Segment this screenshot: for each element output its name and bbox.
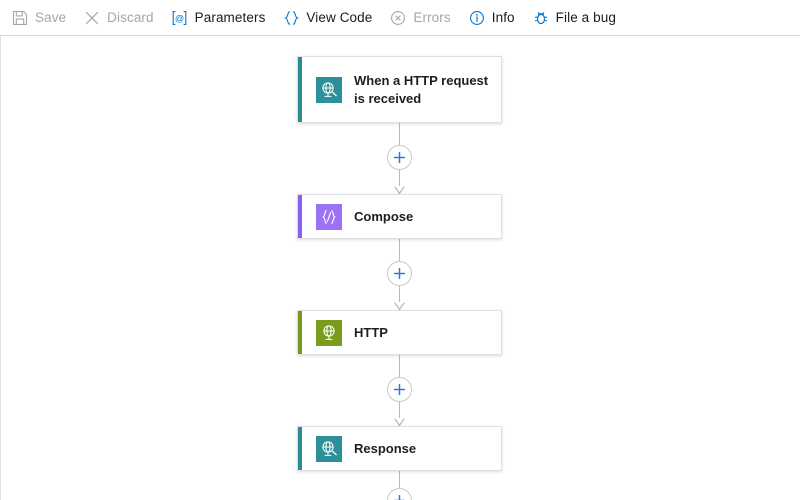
arrow-head-icon <box>394 186 405 194</box>
response-icon <box>316 435 342 462</box>
add-action-button-1[interactable] <box>387 145 412 170</box>
errors-button[interactable]: Errors <box>389 3 451 33</box>
arrow-head-icon <box>394 302 405 310</box>
connector-line <box>398 170 401 186</box>
node-title: HTTP <box>354 324 388 340</box>
node-title: When a HTTP request is received <box>354 72 489 106</box>
add-action-button-2[interactable] <box>387 261 412 286</box>
connector-4 <box>297 471 502 500</box>
connector-line <box>398 239 401 261</box>
bug-icon <box>532 9 550 27</box>
connector-1 <box>297 123 502 194</box>
http-icon <box>316 319 342 346</box>
plus-icon <box>393 151 406 164</box>
connector-2 <box>297 239 502 310</box>
errors-label: Errors <box>413 10 451 25</box>
parameters-icon: @ <box>171 9 189 27</box>
add-action-button-4[interactable] <box>387 488 412 500</box>
info-label: Info <box>491 10 515 25</box>
node-accent-bar <box>298 57 302 122</box>
node-accent-bar <box>298 427 302 470</box>
discard-icon <box>83 9 101 27</box>
file-a-bug-button[interactable]: File a bug <box>532 3 616 33</box>
workflow-node-response[interactable]: Response <box>297 426 502 471</box>
workflow-node-http[interactable]: HTTP <box>297 310 502 355</box>
info-icon <box>468 9 486 27</box>
add-action-button-3[interactable] <box>387 377 412 402</box>
node-title: Response <box>354 440 417 456</box>
view-code-icon <box>282 9 300 27</box>
discard-label: Discard <box>107 10 154 25</box>
parameters-button[interactable]: @ Parameters <box>171 3 266 33</box>
plus-icon <box>393 383 406 396</box>
connector-line <box>398 123 401 145</box>
view-code-button[interactable]: View Code <box>282 3 372 33</box>
plus-icon <box>394 494 405 500</box>
parameters-label: Parameters <box>194 10 266 25</box>
node-accent-bar <box>298 311 302 354</box>
file-a-bug-label: File a bug <box>555 10 616 25</box>
errors-icon <box>389 9 407 27</box>
save-label: Save <box>35 10 67 25</box>
arrow-head-icon <box>394 418 405 426</box>
save-button[interactable]: Save <box>11 3 66 33</box>
info-button[interactable]: Info <box>468 3 515 33</box>
connector-line <box>398 402 401 418</box>
connector-3 <box>297 355 502 426</box>
designer-canvas[interactable]: When a HTTP request is received <box>0 36 800 500</box>
node-title: Compose <box>354 208 414 224</box>
connector-line <box>398 471 401 488</box>
connector-line <box>398 355 401 377</box>
node-accent-bar <box>298 195 302 238</box>
designer-toolbar: Save Discard @ Parameters <box>0 0 800 36</box>
plus-icon <box>393 267 406 280</box>
workflow-flow: When a HTTP request is received <box>297 56 502 500</box>
http-request-trigger-icon <box>316 76 342 103</box>
save-icon <box>11 9 29 27</box>
workflow-node-compose[interactable]: Compose <box>297 194 502 239</box>
view-code-label: View Code <box>306 10 373 25</box>
discard-button[interactable]: Discard <box>83 3 154 33</box>
compose-icon <box>316 203 342 230</box>
svg-text:@: @ <box>175 13 184 23</box>
connector-line <box>398 286 401 302</box>
workflow-node-when-a-http-request-is-received[interactable]: When a HTTP request is received <box>297 56 502 123</box>
